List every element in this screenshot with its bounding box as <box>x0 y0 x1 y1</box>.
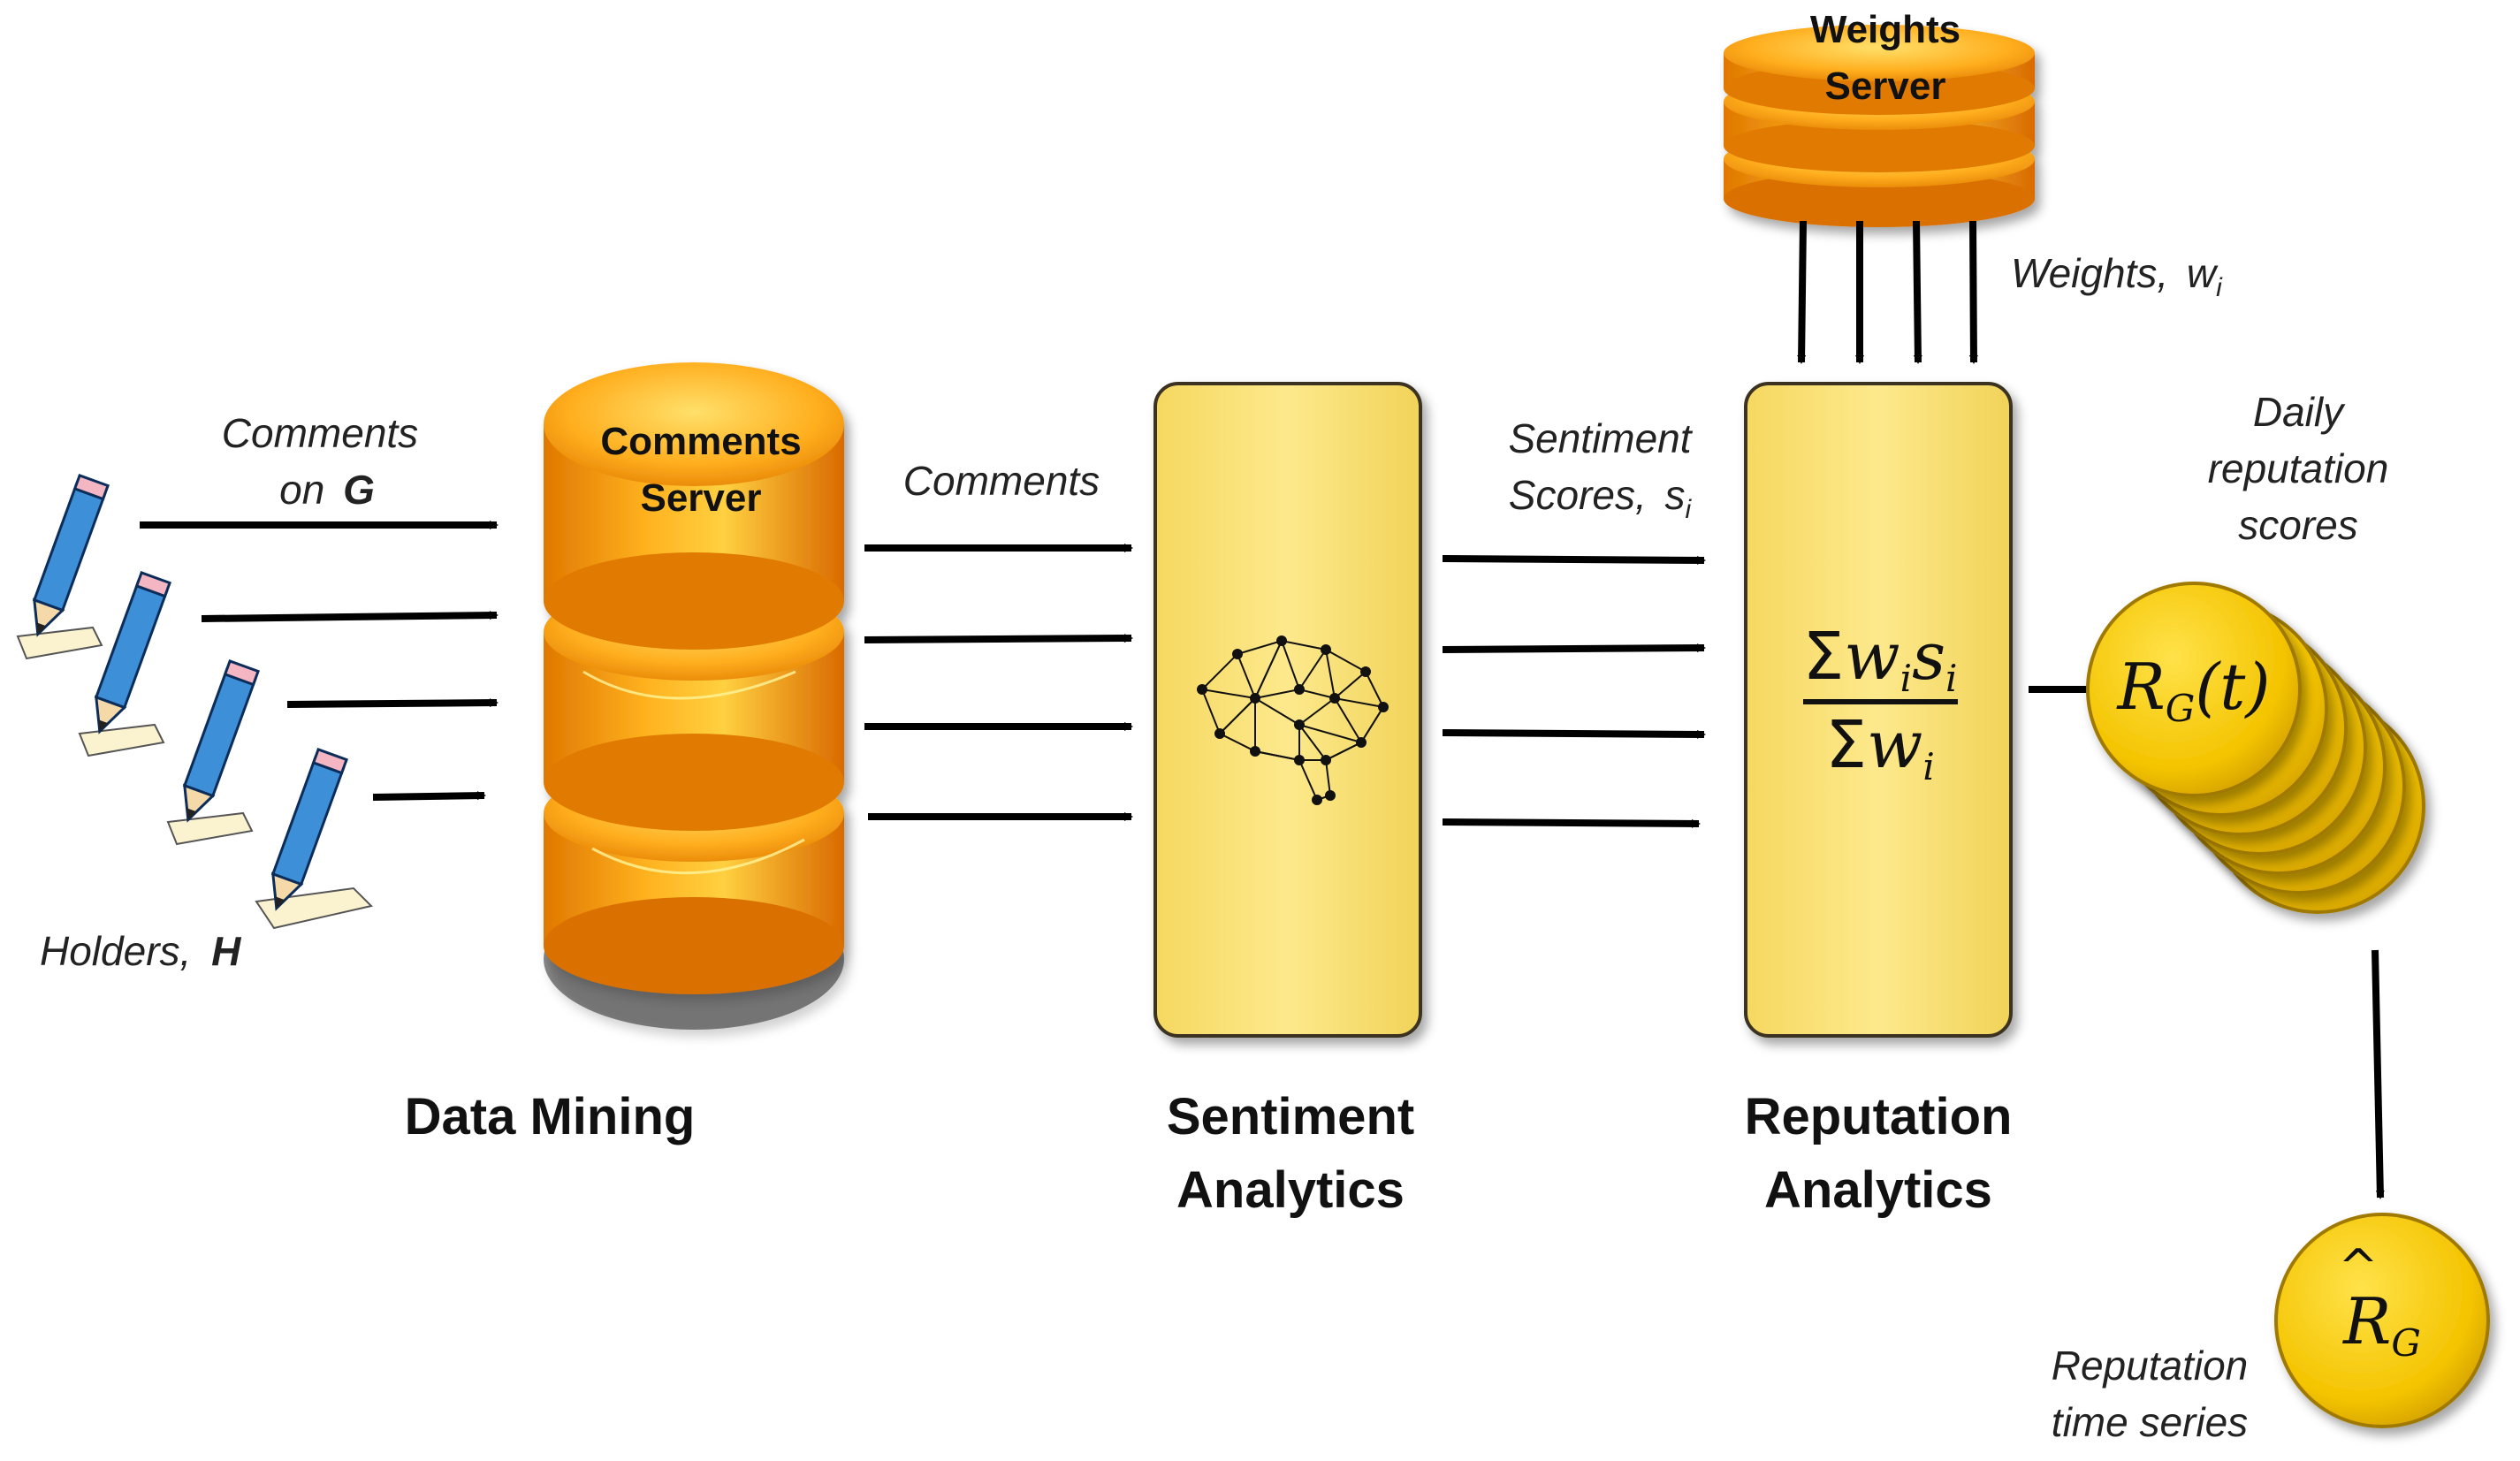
comments-server-label: Comments <box>600 420 801 463</box>
comments-label: Comments <box>903 458 1100 504</box>
score-arrows <box>1442 555 1706 828</box>
pencil-icon <box>78 570 171 757</box>
weighted-average-formula: Σwisi Σwi <box>1803 619 1958 788</box>
pencil-icon <box>16 473 110 660</box>
comments-on-g-label: on G <box>279 467 375 513</box>
arrow <box>2372 949 2385 1199</box>
arrow <box>201 611 499 622</box>
sentiment-scores-label-line2: Scores, si <box>1509 472 1693 524</box>
arrow <box>864 634 1133 643</box>
arrow <box>1797 220 1807 364</box>
reputation-analytics-label: Reputation <box>1745 1088 2013 1145</box>
reputation-time-series-coin <box>2274 1213 2490 1428</box>
weights-server-icon <box>1724 25 2035 227</box>
comments-server-label-line2: Server <box>640 476 761 520</box>
formula-numerator: Σwisi <box>1803 619 1958 700</box>
daily-score-coins <box>2086 582 2425 914</box>
sentiment-analytics-label: Sentiment <box>1167 1088 1414 1145</box>
pencil-icon <box>255 747 373 930</box>
time-series-label-line2: time series <box>2052 1399 2248 1445</box>
weight-arrows <box>1797 220 1978 364</box>
arrow <box>1442 555 1706 565</box>
formula-denominator: Σwi <box>1825 707 1935 788</box>
data-mining-label: Data Mining <box>405 1088 696 1145</box>
daily-scores-label: Daily <box>2253 389 2346 435</box>
weights-server-label: Weights <box>1810 8 1960 51</box>
comments-server-icon <box>544 362 844 1030</box>
weights-label: Weights, wi <box>2011 250 2223 302</box>
brain-network-icon <box>1197 635 1389 805</box>
daily-score-symbol: RG(t) <box>2116 650 2271 730</box>
arrow <box>1442 643 1706 653</box>
daily-scores-label-line3: scores <box>2238 502 2357 548</box>
time-series-label: Reputation <box>2052 1343 2249 1389</box>
comments-on-label: Comments <box>222 410 418 456</box>
hat-symbol: ^ <box>2338 1239 2378 1295</box>
sentiment-scores-label: Sentiment <box>1508 415 1693 461</box>
comment-arrows <box>864 544 1133 821</box>
time-series-symbol: RG <box>2341 1284 2421 1365</box>
arrow <box>1442 818 1701 828</box>
reputation-analytics-label-line2: Analytics <box>1764 1161 1992 1219</box>
holders-pencils-group <box>16 473 373 930</box>
daily-scores-label-line2: reputation <box>2208 445 2389 491</box>
reputation-analytics-box <box>1744 382 2013 1038</box>
coin-front <box>2086 582 2302 797</box>
sentiment-analytics-box <box>1153 382 1422 1038</box>
arrow <box>1442 729 1706 739</box>
arrow <box>1913 220 1922 364</box>
pencil-icon <box>166 658 260 846</box>
arrow <box>372 791 486 801</box>
sentiment-analytics-label-line2: Analytics <box>1176 1161 1405 1219</box>
arrow <box>1968 220 1978 364</box>
holders-label: Holders, H <box>40 928 241 974</box>
arrow <box>286 698 499 708</box>
holder-arrows <box>140 521 499 801</box>
weights-server-label-line2: Server <box>1824 65 1945 108</box>
